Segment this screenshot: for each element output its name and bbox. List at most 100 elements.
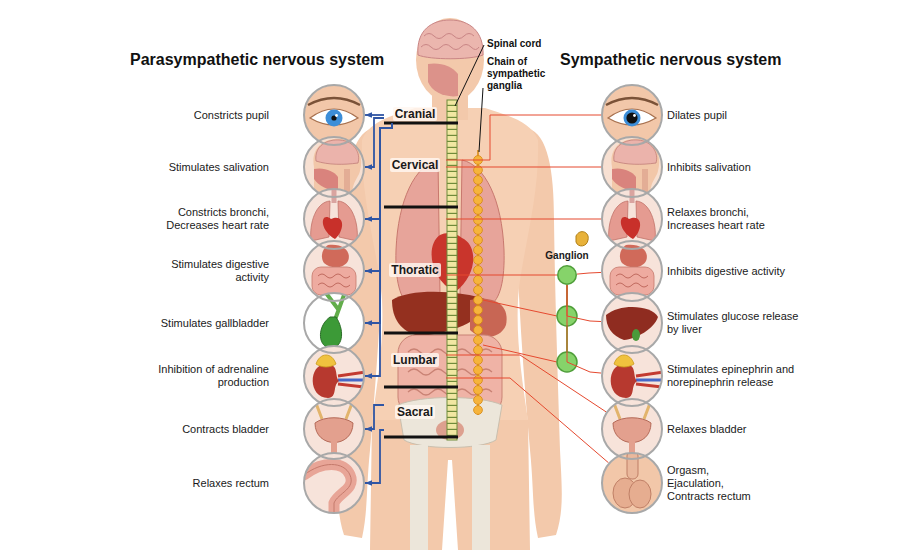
organ-icon [303, 452, 365, 517]
effect-label: Inhibits salivation [667, 161, 837, 174]
body-silhouette [338, 18, 562, 550]
ganglion-outline [558, 266, 577, 285]
parasympathetic-nerve [365, 118, 384, 167]
effect-label: Stimulates gallbladder [109, 317, 269, 330]
spinal-cord [447, 100, 457, 440]
effect-label: Contracts bladder [109, 423, 269, 436]
label-slot: Parasympathetic nervous system [130, 50, 384, 69]
effect-label: Constricts bronchi, Decreases heart rate [157, 206, 269, 232]
spine-region: Thoratic [384, 207, 446, 333]
circle-outline [304, 453, 364, 513]
section-heading: Sympathetic nervous system [560, 50, 781, 69]
text-slot: Dilates pupil [667, 109, 837, 122]
body-silhouette [416, 18, 484, 102]
effect-label: Dilates pupil [667, 109, 837, 122]
organs-illustration [410, 445, 428, 550]
text-slot: Inhibits digestive activity [667, 265, 837, 278]
organ-circle: Contracts bladder [303, 398, 365, 460]
organ-icon [601, 345, 663, 407]
parasympathetic-nerve [365, 430, 384, 483]
parasympathetic-nerve [365, 123, 392, 323]
sympathetic-nerve [446, 378, 609, 463]
circle-outline [602, 453, 662, 513]
sympathetic-chain [473, 150, 483, 415]
organ-icon [601, 398, 663, 461]
spine-region: Cranial [384, 104, 446, 123]
region-label: Thoratic [389, 263, 440, 277]
text-slot: Stimulates salivation [109, 161, 269, 174]
effect-label: Stimulates salivation [109, 161, 269, 174]
text-slot: Relaxes bladder [667, 423, 837, 436]
region-label: Lumbar [391, 353, 439, 367]
effect-label: Relaxes rectum [109, 477, 269, 490]
text-slot: Stimulates digestive activity [159, 258, 269, 284]
label-slot: Spinal cord [487, 38, 541, 50]
sympathetic-nerve [567, 285, 601, 373]
text-slot: Constricts bronchi, Decreases heart rate [157, 206, 269, 232]
effect-label: Stimulates epinephrin and norepinephrin … [667, 363, 799, 389]
sympathetic-nerve [446, 219, 601, 220]
sympathetic-nerve [567, 285, 601, 322]
parasympathetic-nerve [365, 123, 392, 271]
region-label: Cranial [393, 107, 438, 121]
circle-outline [601, 292, 663, 354]
sympathetic-nerve [446, 355, 606, 412]
text-slot: Contracts bladder [109, 423, 269, 436]
parasympathetic-nerve [365, 123, 392, 376]
region-label: Sacral [395, 405, 435, 419]
organ-icon [602, 293, 662, 353]
organ-icon [601, 451, 663, 514]
spinal-cord [447, 100, 457, 440]
effect-label: Inhibition of adrenaline production [144, 363, 269, 389]
circle-outline [303, 452, 365, 514]
callout-label: Spinal cord [487, 38, 541, 50]
sympathetic-nerve [446, 167, 601, 168]
circle-outline [601, 452, 663, 514]
spine-region: Lumbar [384, 333, 446, 387]
ganglion-label: Ganglion [545, 250, 588, 262]
circle-outline [303, 345, 365, 407]
sympathetic-nerve [446, 275, 557, 276]
effect-label: Relaxes bronchi, Increases heart rate [667, 206, 779, 232]
organ-circle: Stimulates epinephrin and norepinephrin … [601, 345, 663, 407]
organ-icon [601, 345, 663, 407]
organ-circle: Stimulates gallbladder [303, 292, 365, 354]
text-slot: Inhibition of adrenaline production [144, 363, 269, 389]
text-slot: Ganglion [545, 250, 588, 262]
text-slot: Constricts pupil [109, 109, 269, 122]
brain-illustration [428, 63, 458, 96]
effect-label: Constricts pupil [109, 109, 269, 122]
callout-label: Chain of sympathetic ganglia [487, 56, 553, 92]
brain-illustration [418, 20, 483, 59]
circle-outline [304, 399, 364, 459]
organ-icon [303, 84, 663, 517]
section-heading: Parasympathetic nervous system [130, 50, 384, 69]
organ-circle: Inhibition of adrenaline production [303, 345, 365, 407]
organ-icon [303, 398, 365, 461]
circle-outline [602, 293, 662, 353]
organ-icon [303, 345, 365, 407]
effect-label: Stimulates glucose release by liver [667, 310, 807, 336]
text-slot: Inhibits salivation [667, 161, 837, 174]
effect-label: Stimulates digestive activity [159, 258, 269, 284]
leader-line [455, 45, 484, 152]
circle-outline [601, 345, 663, 407]
sympathetic-nerve [446, 115, 601, 160]
nerve-fiber [483, 300, 557, 362]
organ-icon [303, 345, 365, 407]
spine-region: Sacral [384, 387, 446, 437]
region-label: Cervical [390, 158, 441, 172]
ganglion-outline [557, 265, 577, 285]
circle-outline [303, 398, 365, 460]
circle-outline [602, 346, 662, 406]
effect-label: Orgasm, Ejaculation, Contracts rectum [667, 464, 762, 503]
text-slot: Stimulates gallbladder [109, 317, 269, 330]
organ-circle: Relaxes rectum [303, 452, 365, 514]
organ-circle: Relaxes bladder [601, 398, 663, 460]
region-divider [384, 123, 458, 437]
text-slot: Stimulates epinephrin and norepinephrin … [667, 363, 799, 389]
brain-illustration [421, 34, 479, 50]
label-slot: Sympathetic nervous system [560, 50, 781, 69]
